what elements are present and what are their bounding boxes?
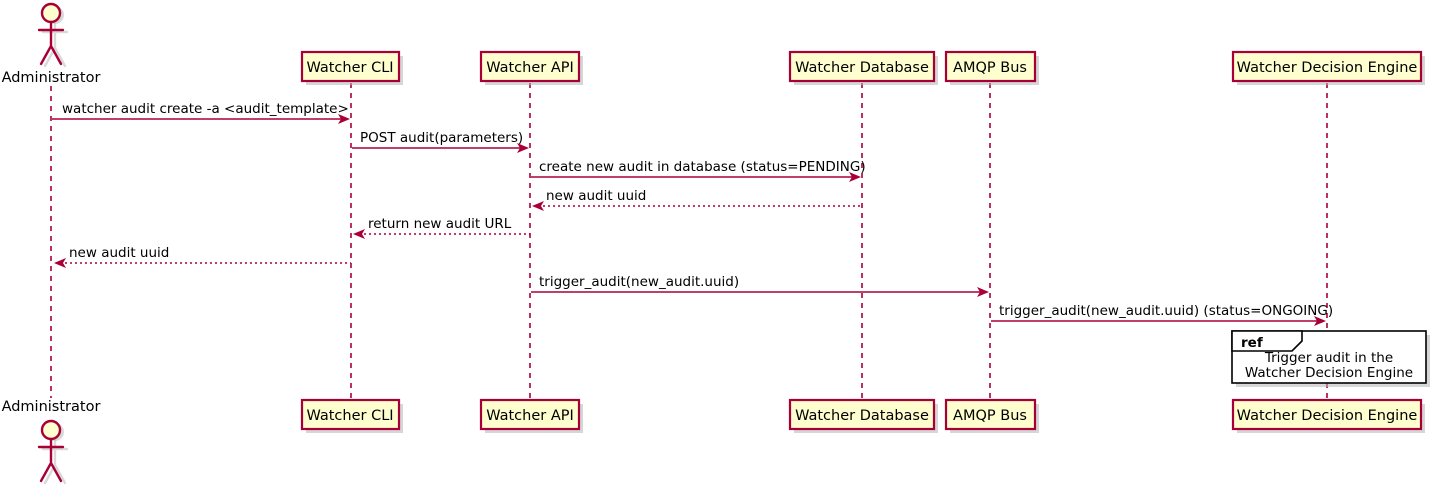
participant-watcher-database-bottom[interactable]: Watcher Database xyxy=(788,398,938,433)
actor-administrator-top[interactable]: Administrator xyxy=(2,2,101,86)
actor-administrator-bottom[interactable]: Administrator xyxy=(2,399,101,485)
participant-watcher-api-bottom[interactable]: Watcher API xyxy=(479,398,583,433)
actor-head-icon-bottom xyxy=(40,419,62,441)
participant-label-amqp-bus-bottom: AMQP Bus xyxy=(953,408,1027,424)
participant-watcher-cli-top[interactable]: Watcher CLI xyxy=(300,50,403,85)
participant-label-watcher-database-bottom: Watcher Database xyxy=(795,408,929,424)
arrowhead-left xyxy=(54,258,66,268)
message-trigger-audit[interactable]: trigger_audit(new_audit.uuid) xyxy=(531,274,989,297)
message-label: return new audit URL xyxy=(368,216,512,232)
ref-operator-label: ref xyxy=(1241,335,1263,351)
participant-label-watcher-decision-engine-bottom: Watcher Decision Engine xyxy=(1237,408,1418,424)
message-label: new audit uuid xyxy=(69,245,169,261)
participant-box xyxy=(1231,398,1423,431)
participant-label-watcher-cli-bottom: Watcher CLI xyxy=(306,408,393,424)
lifelines-group xyxy=(50,83,1328,399)
ref-operator-tab xyxy=(1231,330,1303,352)
participant-box xyxy=(1231,50,1423,83)
participant-amqp-bus-top[interactable]: AMQP Bus xyxy=(944,50,1039,85)
participant-label-watcher-cli-top: Watcher CLI xyxy=(306,60,393,76)
participant-label-watcher-api-bottom: Watcher API xyxy=(486,408,574,424)
actor-label-administrator-bottom: Administrator xyxy=(2,399,101,415)
actor-label-administrator-top: Administrator xyxy=(2,70,101,86)
ref-fragment-trigger-audit[interactable]: ref Trigger audit in the Watcher Decisio… xyxy=(1231,330,1430,387)
ref-body-line-1: Trigger audit in the xyxy=(1264,350,1393,366)
participant-box xyxy=(944,398,1037,431)
participant-label-watcher-api-top: Watcher API xyxy=(486,60,574,76)
actor-body-shadow xyxy=(41,22,69,68)
participant-box xyxy=(788,398,936,431)
participant-watcher-cli-bottom[interactable]: Watcher CLI xyxy=(300,398,403,433)
message-create-new-audit[interactable]: create new audit in database (status=PEN… xyxy=(531,159,866,182)
participant-label-watcher-decision-engine-top: Watcher Decision Engine xyxy=(1237,60,1418,76)
arrowhead-right xyxy=(1314,316,1326,326)
participant-label-watcher-database-top: Watcher Database xyxy=(795,60,929,76)
participant-box xyxy=(788,50,936,83)
arrowhead-left xyxy=(353,229,365,239)
message-post-audit[interactable]: POST audit(parameters) xyxy=(352,130,529,153)
participant-box xyxy=(300,398,401,431)
participant-box xyxy=(479,398,581,431)
message-new-audit-uuid-db[interactable]: new audit uuid xyxy=(532,188,862,211)
arrowhead-right xyxy=(977,287,989,297)
participant-amqp-bus-bottom[interactable]: AMQP Bus xyxy=(944,398,1039,433)
message-label: create new audit in database (status=PEN… xyxy=(539,159,866,175)
actor-body-icon-bottom xyxy=(37,437,65,483)
participant-watcher-api-top[interactable]: Watcher API xyxy=(479,50,583,85)
participant-watcher-decision-engine-bottom[interactable]: Watcher Decision Engine xyxy=(1231,398,1425,433)
actor-head-icon xyxy=(40,2,62,24)
message-label: trigger_audit(new_audit.uuid) xyxy=(539,274,739,290)
ref-body-line-2: Watcher Decision Engine xyxy=(1245,365,1413,381)
participant-label-amqp-bus-top: AMQP Bus xyxy=(953,60,1027,76)
message-watcher-audit-create[interactable]: watcher audit create -a <audit_template> xyxy=(52,101,350,124)
participant-watcher-decision-engine-top[interactable]: Watcher Decision Engine xyxy=(1231,50,1425,85)
participant-watcher-database-top[interactable]: Watcher Database xyxy=(788,50,938,85)
participant-box xyxy=(479,50,581,83)
message-label: POST audit(parameters) xyxy=(360,130,523,146)
message-trigger-audit-ongoing[interactable]: trigger_audit(new_audit.uuid) (status=ON… xyxy=(991,303,1333,326)
message-label: trigger_audit(new_audit.uuid) (status=ON… xyxy=(999,303,1333,319)
participant-box xyxy=(300,50,401,83)
arrowhead-right xyxy=(517,143,529,153)
message-label: watcher audit create -a <audit_template> xyxy=(62,101,349,117)
arrowhead-right xyxy=(338,114,350,124)
participant-box xyxy=(944,50,1037,83)
arrowhead-left xyxy=(532,201,544,211)
message-new-audit-uuid-cli[interactable]: new audit uuid xyxy=(54,245,351,268)
actor-body-shadow-bottom xyxy=(41,439,69,485)
arrowhead-right xyxy=(849,172,861,182)
actor-body-icon xyxy=(37,20,65,66)
message-label: new audit uuid xyxy=(546,188,646,204)
message-return-new-audit-url[interactable]: return new audit URL xyxy=(353,216,530,239)
